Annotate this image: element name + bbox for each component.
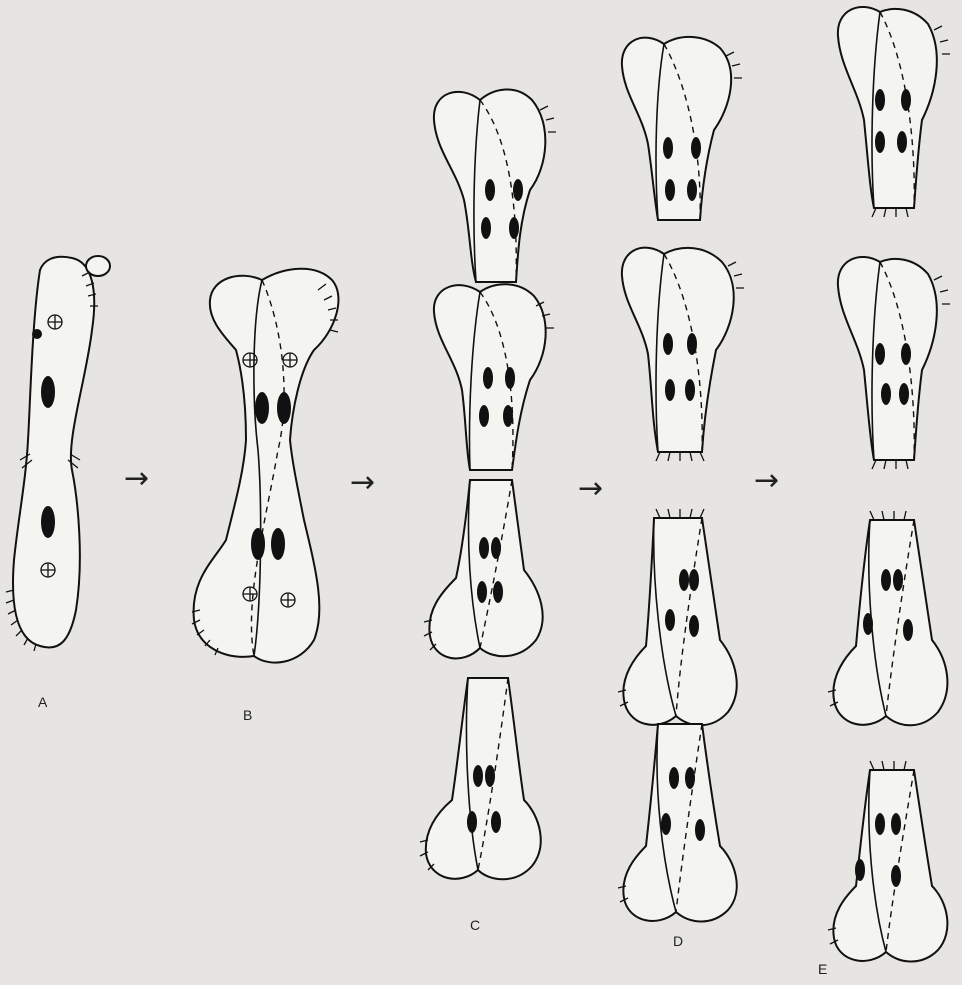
stage-c-cell-chain [420, 89, 556, 879]
stage-label-c: C [470, 918, 480, 932]
stage-b-cell [192, 269, 338, 663]
arrow-c-to-d: → [578, 474, 603, 504]
stage-d-cells [618, 37, 744, 922]
stage-label-e: E [818, 962, 827, 976]
stage-e-cells [828, 7, 950, 962]
stage-label-b: B [243, 708, 252, 722]
stage-label-a: A [38, 695, 47, 709]
arrow-d-to-e: → [754, 466, 779, 496]
stage-a-cell [6, 256, 110, 651]
arrow-b-to-c: → [350, 468, 375, 498]
stage-label-d: D [673, 934, 683, 948]
arrow-a-to-b: → [124, 464, 149, 494]
